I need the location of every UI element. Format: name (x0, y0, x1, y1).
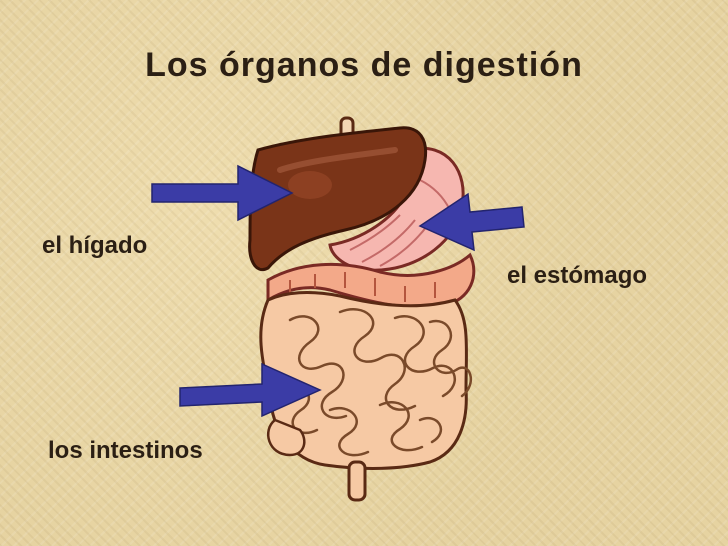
colon (266, 252, 476, 309)
label-intestines: los intestinos (48, 437, 203, 464)
liver (248, 126, 428, 272)
small-intestine (259, 291, 473, 502)
label-liver: el hígado (42, 232, 148, 259)
slide-title: Los órganos de digestión (145, 46, 583, 84)
stomach (328, 146, 465, 272)
arrow-stomach (418, 192, 525, 252)
arrow-liver (151, 164, 294, 222)
label-stomach: el estómago (507, 262, 648, 289)
arrow-intestines (179, 362, 322, 418)
